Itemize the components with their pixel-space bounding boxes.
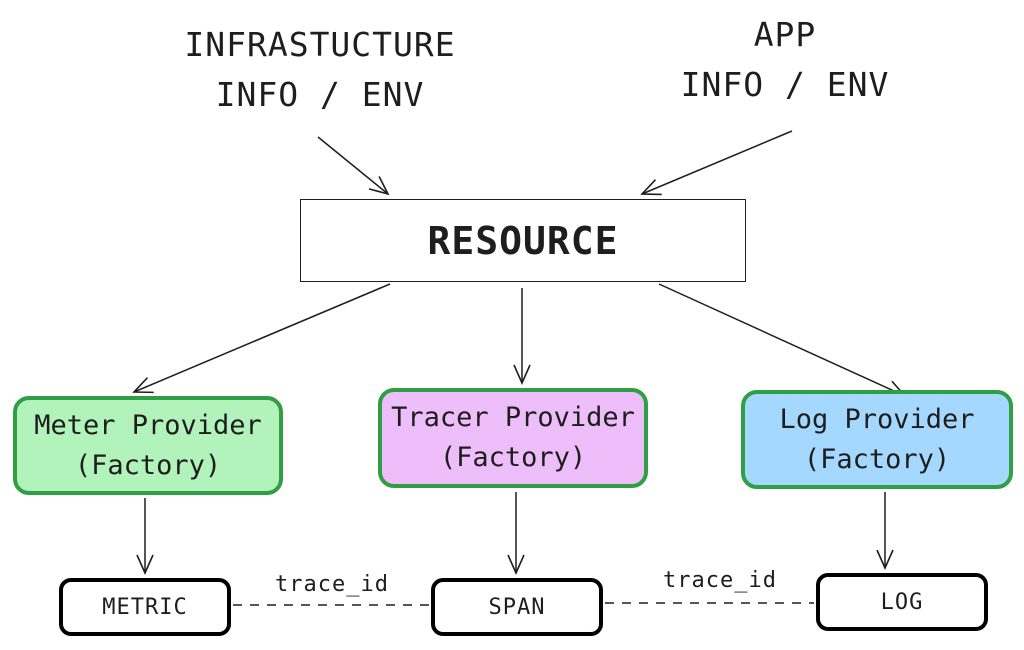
app-title: APP <box>753 15 817 54</box>
log-provider-subtitle: (Factory) <box>803 443 951 475</box>
app-subtitle: INFO / ENV <box>680 65 890 104</box>
trace-id-label-span-log: trace_id <box>663 568 777 593</box>
log-label: LOG <box>880 589 924 615</box>
meter-provider-title: Meter Provider <box>34 409 262 441</box>
tracer-provider-node: Tracer Provider (Factory) <box>378 388 648 488</box>
tracer-provider-title: Tracer Provider <box>391 402 635 433</box>
infrastructure-subtitle: INFO / ENV <box>215 75 425 114</box>
arrow-app-to-resource <box>640 130 793 196</box>
meter-provider-subtitle: (Factory) <box>74 449 222 481</box>
arrow-infrastructure-to-resource <box>317 136 390 196</box>
infrastructure-source-label: INFRASTUCTURE INFO / ENV <box>120 20 520 120</box>
meter-provider-node: Meter Provider (Factory) <box>13 396 283 495</box>
app-source-label: APP INFO / ENV <box>620 10 950 110</box>
metric-label: METRIC <box>102 594 188 620</box>
resource-label: RESOURCE <box>427 218 619 263</box>
resource-node: RESOURCE <box>300 199 746 282</box>
tracer-provider-subtitle: (Factory) <box>439 442 587 473</box>
arrow-resource-to-meter-provider <box>132 283 391 394</box>
span-label: SPAN <box>488 594 546 620</box>
trace-id-label-metric-span: trace_id <box>275 572 389 597</box>
arrow-resource-to-log-provider <box>658 283 907 397</box>
log-provider-title: Log Provider <box>779 403 975 435</box>
metric-node: METRIC <box>59 578 231 636</box>
log-provider-node: Log Provider (Factory) <box>741 390 1013 489</box>
log-node: LOG <box>816 573 988 631</box>
infrastructure-title: INFRASTUCTURE <box>184 25 456 64</box>
span-node: SPAN <box>431 578 603 636</box>
